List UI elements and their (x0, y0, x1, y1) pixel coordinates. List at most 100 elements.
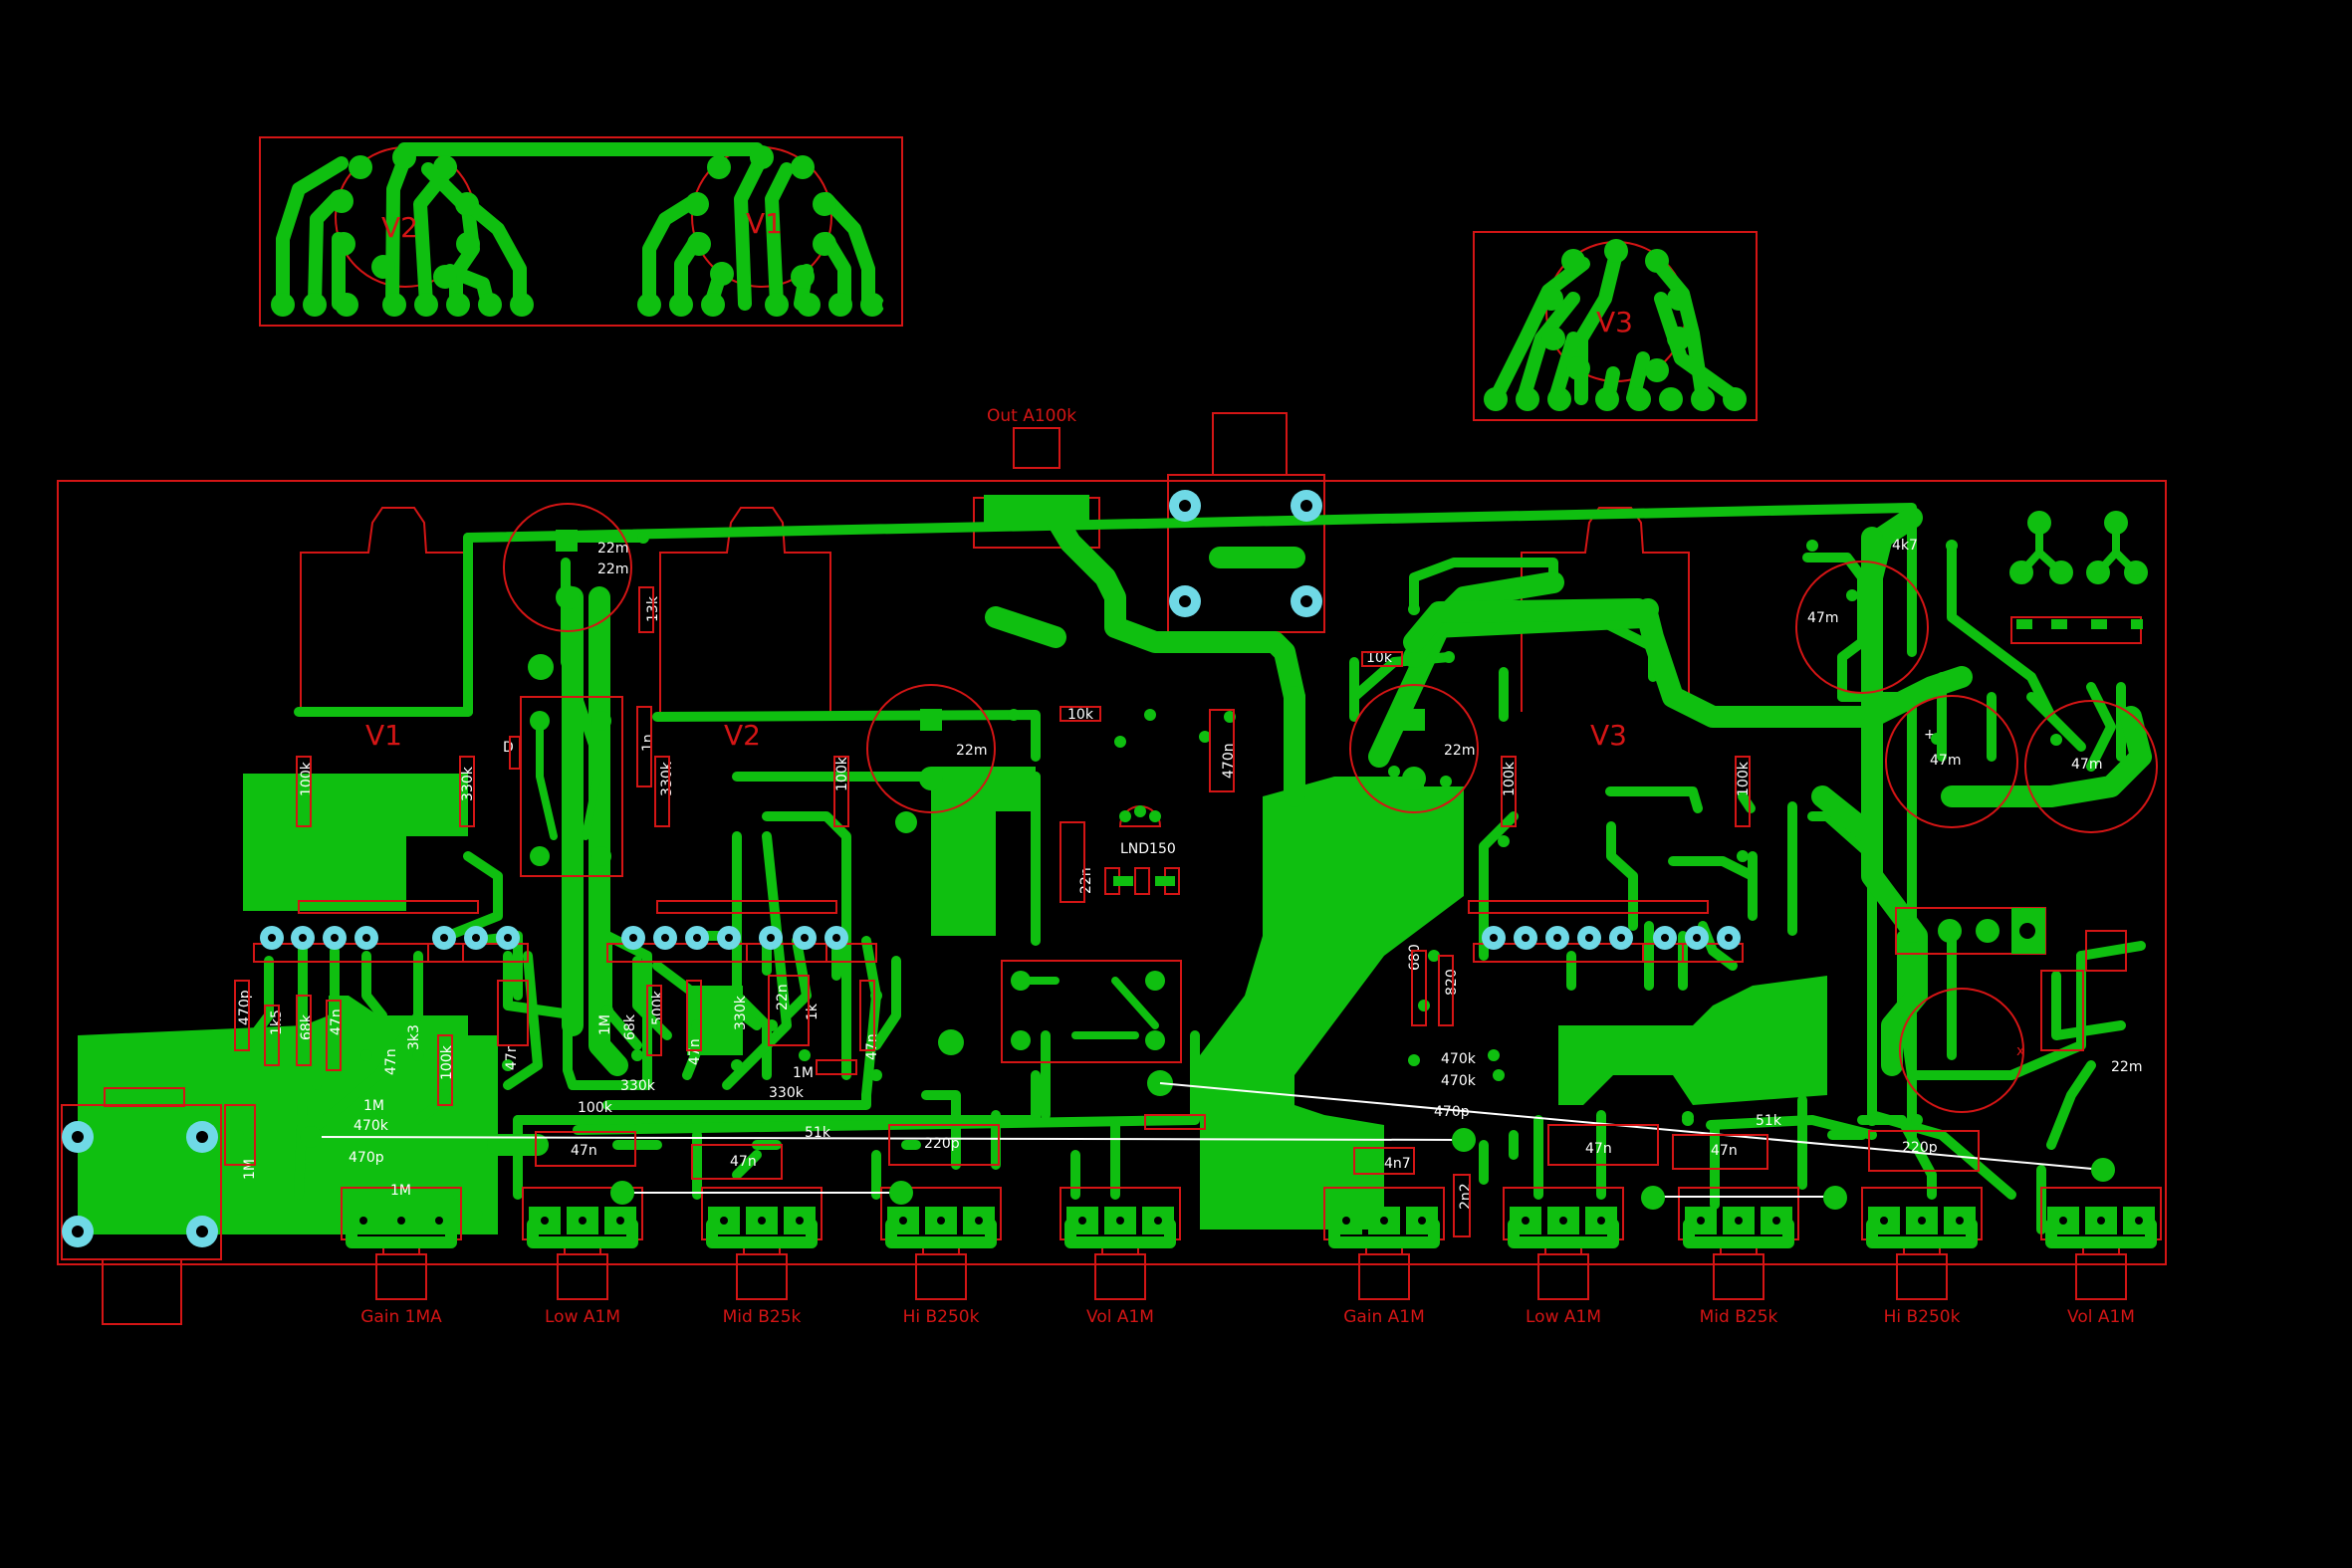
tube-outlines (300, 507, 1690, 712)
tube-pad-strips (253, 900, 1744, 963)
component-outlines (224, 586, 1980, 1237)
resistor-value: 68k (299, 1013, 315, 1040)
resistor-value: 1M (793, 1065, 814, 1081)
cap-value: 47n (329, 1008, 345, 1035)
cap-value: 47n (1585, 1141, 1612, 1157)
resistor-value: 330k (659, 761, 675, 796)
resistor-value: 100k (299, 761, 315, 796)
lnd150-ic: LND150 (1104, 805, 1180, 895)
pot-right-3[interactable]: Mid B25k (1678, 1187, 1799, 1327)
main-board-outline (57, 480, 2167, 1265)
cap-value: 22m (956, 743, 987, 759)
tube-label-v3: V3 (1590, 719, 1627, 752)
pot-left-2[interactable]: Low A1M (522, 1187, 643, 1327)
socket-board-outline (259, 136, 903, 327)
pot-label: Mid B25k (1700, 1307, 1778, 1327)
resistor-value: 4k7 (1892, 538, 1918, 554)
resistor-value: 100k (834, 756, 850, 791)
tube-label-v1: V1 (365, 719, 402, 752)
cap-value: 2n2 (1458, 1183, 1474, 1210)
cap-value: 1n (640, 734, 656, 752)
pot-right-4[interactable]: Hi B250k (1861, 1187, 1983, 1327)
resistor-value: 470k (1441, 1051, 1477, 1067)
pot-left-3[interactable]: Mid B25k (701, 1187, 823, 1327)
pot-label: Gain A1M (1343, 1307, 1425, 1327)
pot-left-4[interactable]: Hi B250k (880, 1187, 1002, 1327)
pot-label: Gain 1MA (360, 1307, 442, 1327)
cap-value: 47m (2071, 757, 2102, 773)
socket-board-v3: V3 (1473, 231, 1758, 421)
resistor-value: 1M (597, 1014, 613, 1035)
resistor-value: 1M (363, 1098, 384, 1114)
resistor-value: 10k (1366, 650, 1393, 666)
socket-label-v1: V1 (746, 207, 783, 240)
cap-value: 4n7 (1384, 1156, 1411, 1172)
input-jack (61, 1087, 222, 1325)
cap-value: 22n (1078, 867, 1094, 894)
electrolytic-caps: 22m 22m 22m 47m 47m 47m 22m (503, 503, 2158, 1113)
pot-label: Vol A1M (2067, 1307, 2135, 1327)
pot-label: Low A1M (545, 1307, 620, 1327)
cap-value: 220p (924, 1136, 960, 1152)
cap-value: 47n (383, 1048, 399, 1075)
cap-value: 22m (597, 561, 628, 577)
cap-value: 47m (1930, 753, 1961, 769)
output-jack-pads (984, 490, 1322, 617)
cap-value: 47n (730, 1154, 757, 1170)
resistor-value: 51k (1756, 1113, 1782, 1129)
resistor-value: 1k5 (269, 1009, 285, 1035)
cap-value: 47n (1711, 1143, 1738, 1159)
component-pads (266, 532, 2115, 1210)
supply-traces (487, 507, 2152, 1156)
pot-label: Mid B25k (723, 1307, 802, 1327)
socket-label-v2: V2 (381, 211, 418, 244)
resistor-value: 100k (578, 1100, 613, 1116)
resistor-value: 1k (805, 1003, 821, 1020)
socket-board-v1-v2: V2 V1 (259, 136, 903, 327)
cap-value: 22m (2111, 1059, 2142, 1075)
resistor-value: 100k (1502, 761, 1518, 796)
x-marker: x (2016, 1043, 2024, 1059)
pot-label: Vol A1M (1086, 1307, 1154, 1327)
pot-left-5[interactable]: Vol A1M (1059, 1187, 1181, 1327)
socket-board-outline (1473, 231, 1758, 421)
relay-blocks (520, 696, 1182, 1096)
resistor-value: 68k (622, 1013, 638, 1040)
pot-label: Hi B250k (903, 1307, 980, 1327)
resistor-value: 330k (620, 1078, 656, 1094)
ic-label: LND150 (1120, 841, 1176, 857)
resistor-value: 470k (353, 1118, 389, 1134)
pot-label: Hi B250k (1884, 1307, 1961, 1327)
resistor-value: 3k3 (406, 1024, 422, 1050)
potentiometers: Gain 1MA Low A1M Mid B25k Hi B250k Vol A1M Ga… (341, 1187, 2162, 1327)
pot-right-5[interactable]: Vol A1M (2040, 1187, 2162, 1327)
cap-value: 47n (864, 1033, 880, 1060)
cap-value: 22m (1444, 743, 1475, 759)
cap-value: 22m (597, 541, 628, 557)
resistor-value: 10k (1067, 707, 1094, 723)
cap-value: 47n (504, 1043, 520, 1070)
resistor-value: 330k (733, 995, 749, 1030)
ratsnest (310, 1082, 2104, 1198)
pot-right-1[interactable]: Gain A1M (1323, 1187, 1445, 1327)
resistor-value: 330k (460, 766, 476, 801)
power-section: 4k7 x + (1892, 511, 2148, 1059)
plus-marker: + (1924, 727, 1936, 743)
cap-value: 470p (237, 990, 253, 1025)
pot-right-2[interactable]: Low A1M (1503, 1187, 1624, 1327)
cap-value: 220p (1902, 1140, 1938, 1156)
cap-value: 47n (571, 1143, 597, 1159)
pot-left-1[interactable]: Gain 1MA (341, 1187, 462, 1327)
resistor-value: 470k (1441, 1073, 1477, 1089)
socket-label-v3: V3 (1596, 306, 1633, 338)
resistor-value: 680 (1407, 944, 1423, 971)
resistor-value: 51k (805, 1125, 831, 1141)
cap-value: 22n (775, 984, 791, 1010)
resistor-value: 100k (1736, 761, 1752, 796)
copper-pours (78, 767, 1827, 1234)
resistor-value: 1M (390, 1183, 411, 1199)
resistor-value: 330k (769, 1085, 805, 1101)
diode-marker: D (503, 740, 514, 756)
tube-label-v2: V2 (724, 719, 761, 752)
